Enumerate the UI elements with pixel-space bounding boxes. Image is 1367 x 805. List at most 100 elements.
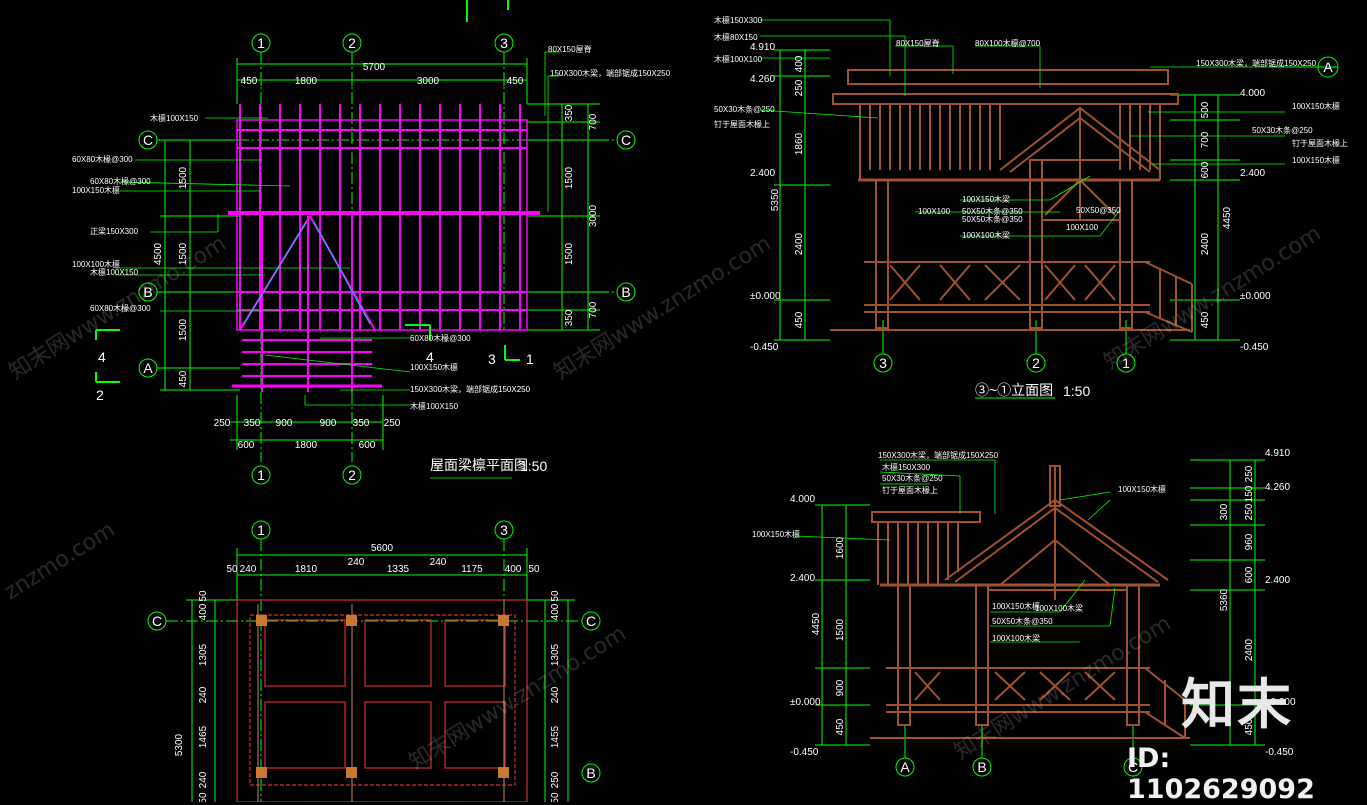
elev2-level: -0.450 (790, 747, 819, 758)
elev1-level: 2.400 (750, 168, 775, 179)
watermark-text: 知末网www.znzmo.com (950, 611, 1176, 765)
elev1-dim-right: 2400 (1200, 232, 1211, 255)
elev2-dim-right: 2400 (1244, 638, 1255, 661)
elev1-title: ③~①立面图 (975, 382, 1053, 398)
plan-label: 木檩100X150 (410, 401, 459, 411)
plan-dim-bottom2: 600 (359, 440, 376, 451)
elev2-level-right: -0.450 (1265, 747, 1294, 758)
plan-label: 100X150木檩 (410, 362, 458, 372)
section-mark: 1 (526, 351, 534, 367)
grid-label-1: 1 (1122, 355, 1130, 371)
found-dim-right: 50 (550, 792, 561, 802)
grid-label-b: B (143, 284, 152, 300)
elev1-label: 100X100木梁 (962, 230, 1010, 240)
elev2-level-right: 4.260 (1265, 482, 1290, 493)
plan-dim-top-seg: 450 (507, 76, 524, 87)
grid-label-b: B (586, 765, 595, 781)
plan-label: 60X80木椽@300 (90, 303, 151, 313)
elev1-label: 100X150木檩 (1292, 155, 1340, 165)
found-dim-left-total: 5300 (174, 733, 185, 756)
elev1-label: 钉于屋面木椽上 (1292, 138, 1348, 148)
grid-label-c: C (143, 132, 153, 148)
found-dim-top-total: 5600 (371, 543, 394, 554)
elev1-dim-right: 700 (1200, 131, 1211, 148)
found-dim-top: 1175 (461, 564, 483, 575)
elev1-label: 100X150木梁 (962, 194, 1010, 204)
elevation-a-b: 4.000 2.400 ±0.000 -0.450 4.910 4.260 2.… (752, 448, 1296, 777)
elev2-label: 100X150木檩 (992, 601, 1040, 611)
elev1-label: 50X50木条@350 (962, 206, 1023, 216)
found-dim-left: 240 (198, 686, 209, 703)
plan-dim-left: 1500 (178, 242, 189, 265)
plan-dim-bottom2: 600 (238, 440, 255, 451)
elev2-level: 2.400 (790, 573, 815, 584)
elev1-level-right: 4.000 (1240, 88, 1265, 99)
grid-label-2: 2 (1032, 355, 1040, 371)
elev1-scale: 1:50 (1063, 383, 1090, 399)
elev1-label: 80X150屋脊 (896, 38, 940, 48)
elev1-level: 4.910 (750, 42, 775, 53)
grid-label-c: C (152, 613, 162, 629)
plan-dim-right: 700 (588, 113, 599, 130)
grid-label-b: B (621, 284, 630, 300)
section-mark: 2 (96, 387, 104, 403)
plan-dim-right: 1500 (564, 166, 575, 189)
found-dim-left: 400 (198, 603, 209, 620)
plan-dim-top-total: 5700 (363, 62, 386, 73)
plan-label: 木檩100X150 (150, 113, 199, 123)
elev2-label: 100X100木梁 (1035, 603, 1083, 613)
roof-plan: 5700 450 1800 3000 450 250 350 900 900 3… (72, 0, 671, 485)
plan-dim-left-total: 4500 (153, 242, 164, 265)
plan-dim-top-seg: 3000 (417, 76, 440, 87)
grid-label-1: 1 (257, 467, 265, 483)
found-dim-right: 250 (550, 771, 561, 788)
elev1-label: 50X30木条@250 (714, 104, 775, 114)
elev1-label: 150X300木梁，端部锯成150X250 (1196, 58, 1317, 68)
plan-label: 60X80木椽@300 (72, 154, 133, 164)
plan-dim-right: 350 (564, 309, 575, 326)
found-dim-top: 1335 (387, 564, 410, 575)
elev2-label: 100X150木檩 (1118, 484, 1166, 494)
watermark-text: 知末网www.znzmo.com (5, 231, 231, 385)
elev1-dim-left: 250 (794, 79, 805, 96)
plan-label: 100X100木檩 (72, 259, 120, 269)
elev2-label: 150X300木梁，端部锯成150X250 (878, 450, 999, 460)
elevation-3-1: 4.910 4.260 2.400 ±0.000 -0.450 4.000 2.… (714, 15, 1348, 399)
plan-label: 150X300木梁，端部锯成150X250 (550, 68, 671, 78)
plan-dim-left: 450 (178, 370, 189, 387)
roof-plan-title: 屋面梁檩平面图 (430, 457, 528, 473)
plan-label: 木檩100X150 (90, 267, 139, 277)
brand-logo: 知末 (1172, 668, 1302, 736)
foundation-plan: 5600 50 240 1810 240 1335 240 1175 400 5… (147, 520, 601, 802)
found-dim-top: 240 (430, 557, 447, 568)
section-mark: 4 (98, 349, 106, 365)
elev2-label: 钉于屋面木椽上 (882, 485, 938, 495)
plan-dim-right-total: 3000 (588, 204, 599, 227)
elev1-dim-left: 400 (794, 55, 805, 72)
elev1-label: 木檩150X300 (714, 15, 763, 25)
elev2-dim-right: 600 (1244, 566, 1255, 583)
grid-label-3: 3 (500, 522, 508, 538)
plan-dim-bottom2: 1800 (295, 440, 318, 451)
elev2-label: 100X100木梁 (992, 633, 1040, 643)
found-dim-left: 50 (198, 792, 209, 802)
roof-plan-scale: 1:50 (520, 458, 547, 474)
grid-label-a: A (1323, 59, 1333, 75)
plan-dim-top-seg: 1800 (295, 76, 318, 87)
grid-label-1: 1 (257, 35, 265, 51)
grid-label-b: B (977, 759, 986, 775)
elev1-dim-left: 5350 (770, 188, 781, 211)
elev1-label: 100X150木檩 (1292, 101, 1340, 111)
elev1-label: 80X100木檩@700 (975, 38, 1041, 48)
elev1-level-right: ±0.000 (1240, 291, 1271, 302)
grid-label-c: C (586, 613, 596, 629)
grid-label-3: 3 (500, 35, 508, 51)
plan-dim-left: 1500 (178, 166, 189, 189)
elev1-label: 50X50木条@350 (962, 214, 1023, 224)
plan-label: 60X80木椽@300 (90, 176, 151, 186)
elev1-level: ±0.000 (750, 291, 781, 302)
elev2-level: 4.000 (790, 494, 815, 505)
elev2-dim-right: 150 (1244, 485, 1255, 502)
elev2-level: ±0.000 (790, 697, 821, 708)
found-dim-right: 50 (550, 590, 561, 602)
